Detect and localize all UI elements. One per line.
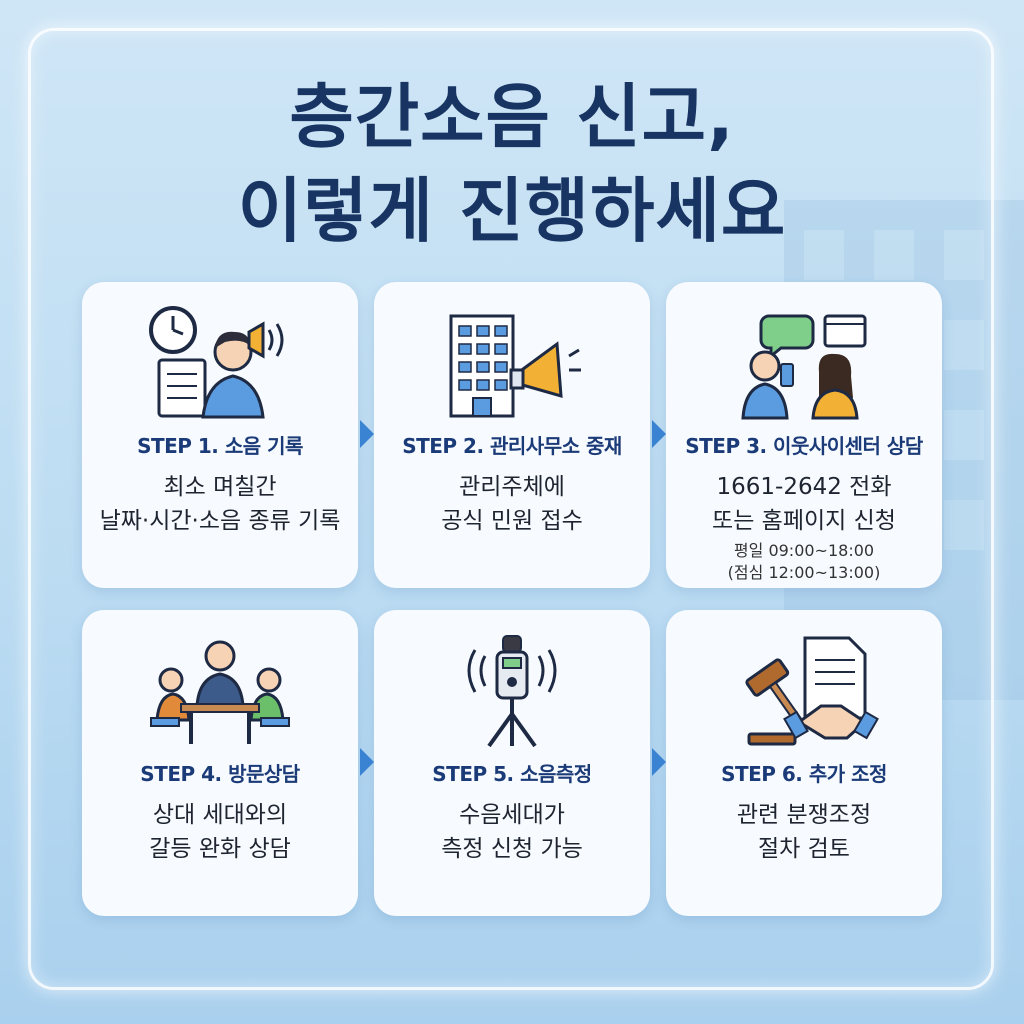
desc-line-2: 또는 홈페이지 신청	[712, 508, 896, 534]
desc-line-1: 1661-2642 전화	[716, 474, 892, 500]
step-description: 1661-2642 전화 또는 홈페이지 신청	[666, 470, 942, 538]
note-line-2: (점심 12:00~13:00)	[727, 563, 881, 582]
arrow-right-icon	[652, 420, 666, 448]
arrow-right-icon	[652, 748, 666, 776]
step-label: STEP 6. 추가 조정	[721, 762, 887, 786]
step-label: STEP 1. 소음 기록	[137, 434, 303, 458]
meeting-table-icon	[150, 640, 290, 744]
arrow-right-icon	[360, 748, 374, 776]
step-card-6: STEP 6. 추가 조정 관련 분쟁조정 절차 검토	[666, 610, 942, 916]
page-title: 층간소음 신고, 이렇게 진행하세요	[0, 70, 1024, 258]
title-line-1: 층간소음 신고,	[289, 76, 735, 158]
step-card-3: STEP 3. 이웃사이센터 상담 1661-2642 전화 또는 홈페이지 신…	[666, 282, 942, 588]
step-description: 관련 분쟁조정 절차 검토	[666, 798, 942, 866]
desc-line-1: 관련 분쟁조정	[736, 802, 872, 828]
desc-line-2: 날짜·시간·소음 종류 기록	[99, 508, 341, 534]
step-card-1: STEP 1. 소음 기록 최소 며칠간 날짜·시간·소음 종류 기록	[82, 282, 358, 588]
step-card-5: STEP 5. 소음측정 수음세대가 측정 신청 가능	[374, 610, 650, 916]
step-description: 최소 며칠간 날짜·시간·소음 종류 기록	[82, 470, 358, 538]
step-card-2: STEP 2. 관리사무소 중재 관리주체에 공식 민원 접수	[374, 282, 650, 588]
step-description: 상대 세대와의 갈등 완화 상담	[82, 798, 358, 866]
step-label: STEP 4. 방문상담	[140, 762, 300, 786]
step-label: STEP 2. 관리사무소 중재	[402, 434, 622, 458]
desc-line-1: 상대 세대와의	[152, 802, 288, 828]
step-label: STEP 5. 소음측정	[432, 762, 592, 786]
person-recording-icon	[149, 306, 284, 419]
sound-meter-icon	[467, 635, 557, 748]
arrow-right-icon	[360, 420, 374, 448]
desc-line-1: 최소 며칠간	[163, 474, 277, 500]
desc-line-2: 절차 검토	[758, 836, 850, 862]
step-card-4: STEP 4. 방문상담 상대 세대와의 갈등 완화 상담	[82, 610, 358, 916]
desc-line-1: 관리주체에	[459, 474, 565, 500]
title-line-2: 이렇게 진행하세요	[237, 170, 787, 252]
desc-line-2: 갈등 완화 상담	[149, 836, 291, 862]
desc-line-2: 공식 민원 접수	[441, 508, 583, 534]
gavel-handshake-icon	[745, 636, 879, 746]
consultation-call-icon	[741, 314, 867, 420]
desc-line-1: 수음세대가	[459, 802, 565, 828]
step-description: 수음세대가 측정 신청 가능	[374, 798, 650, 866]
building-megaphone-icon	[449, 314, 581, 418]
desc-line-2: 측정 신청 가능	[441, 836, 583, 862]
content-frame	[28, 28, 994, 990]
step-hours-note: 평일 09:00~18:00 (점심 12:00~13:00)	[666, 540, 942, 584]
note-line-1: 평일 09:00~18:00	[733, 541, 875, 560]
step-label: STEP 3. 이웃사이센터 상담	[685, 434, 923, 458]
step-description: 관리주체에 공식 민원 접수	[374, 470, 650, 538]
